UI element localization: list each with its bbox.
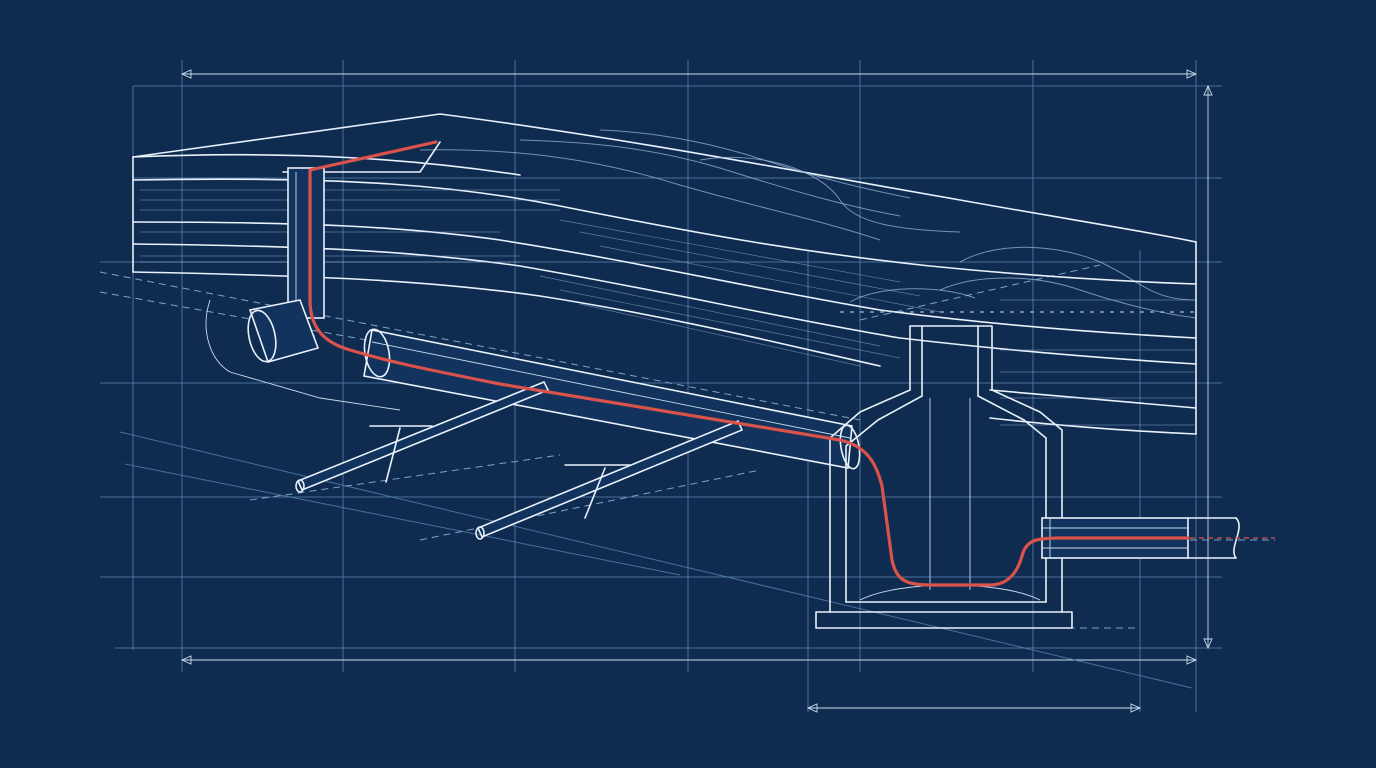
pipe-stub: [205, 299, 401, 411]
flow-path: [308, 140, 1275, 587]
collection-chamber: [815, 311, 1200, 629]
terrain-cross-section: [132, 113, 1197, 435]
main-drain-pipe: [363, 328, 861, 470]
dimension-lines: [180, 69, 1213, 713]
inlet-riser: [282, 141, 441, 337]
construction-grid: [100, 60, 1222, 712]
lateral-pipes: [295, 380, 744, 540]
